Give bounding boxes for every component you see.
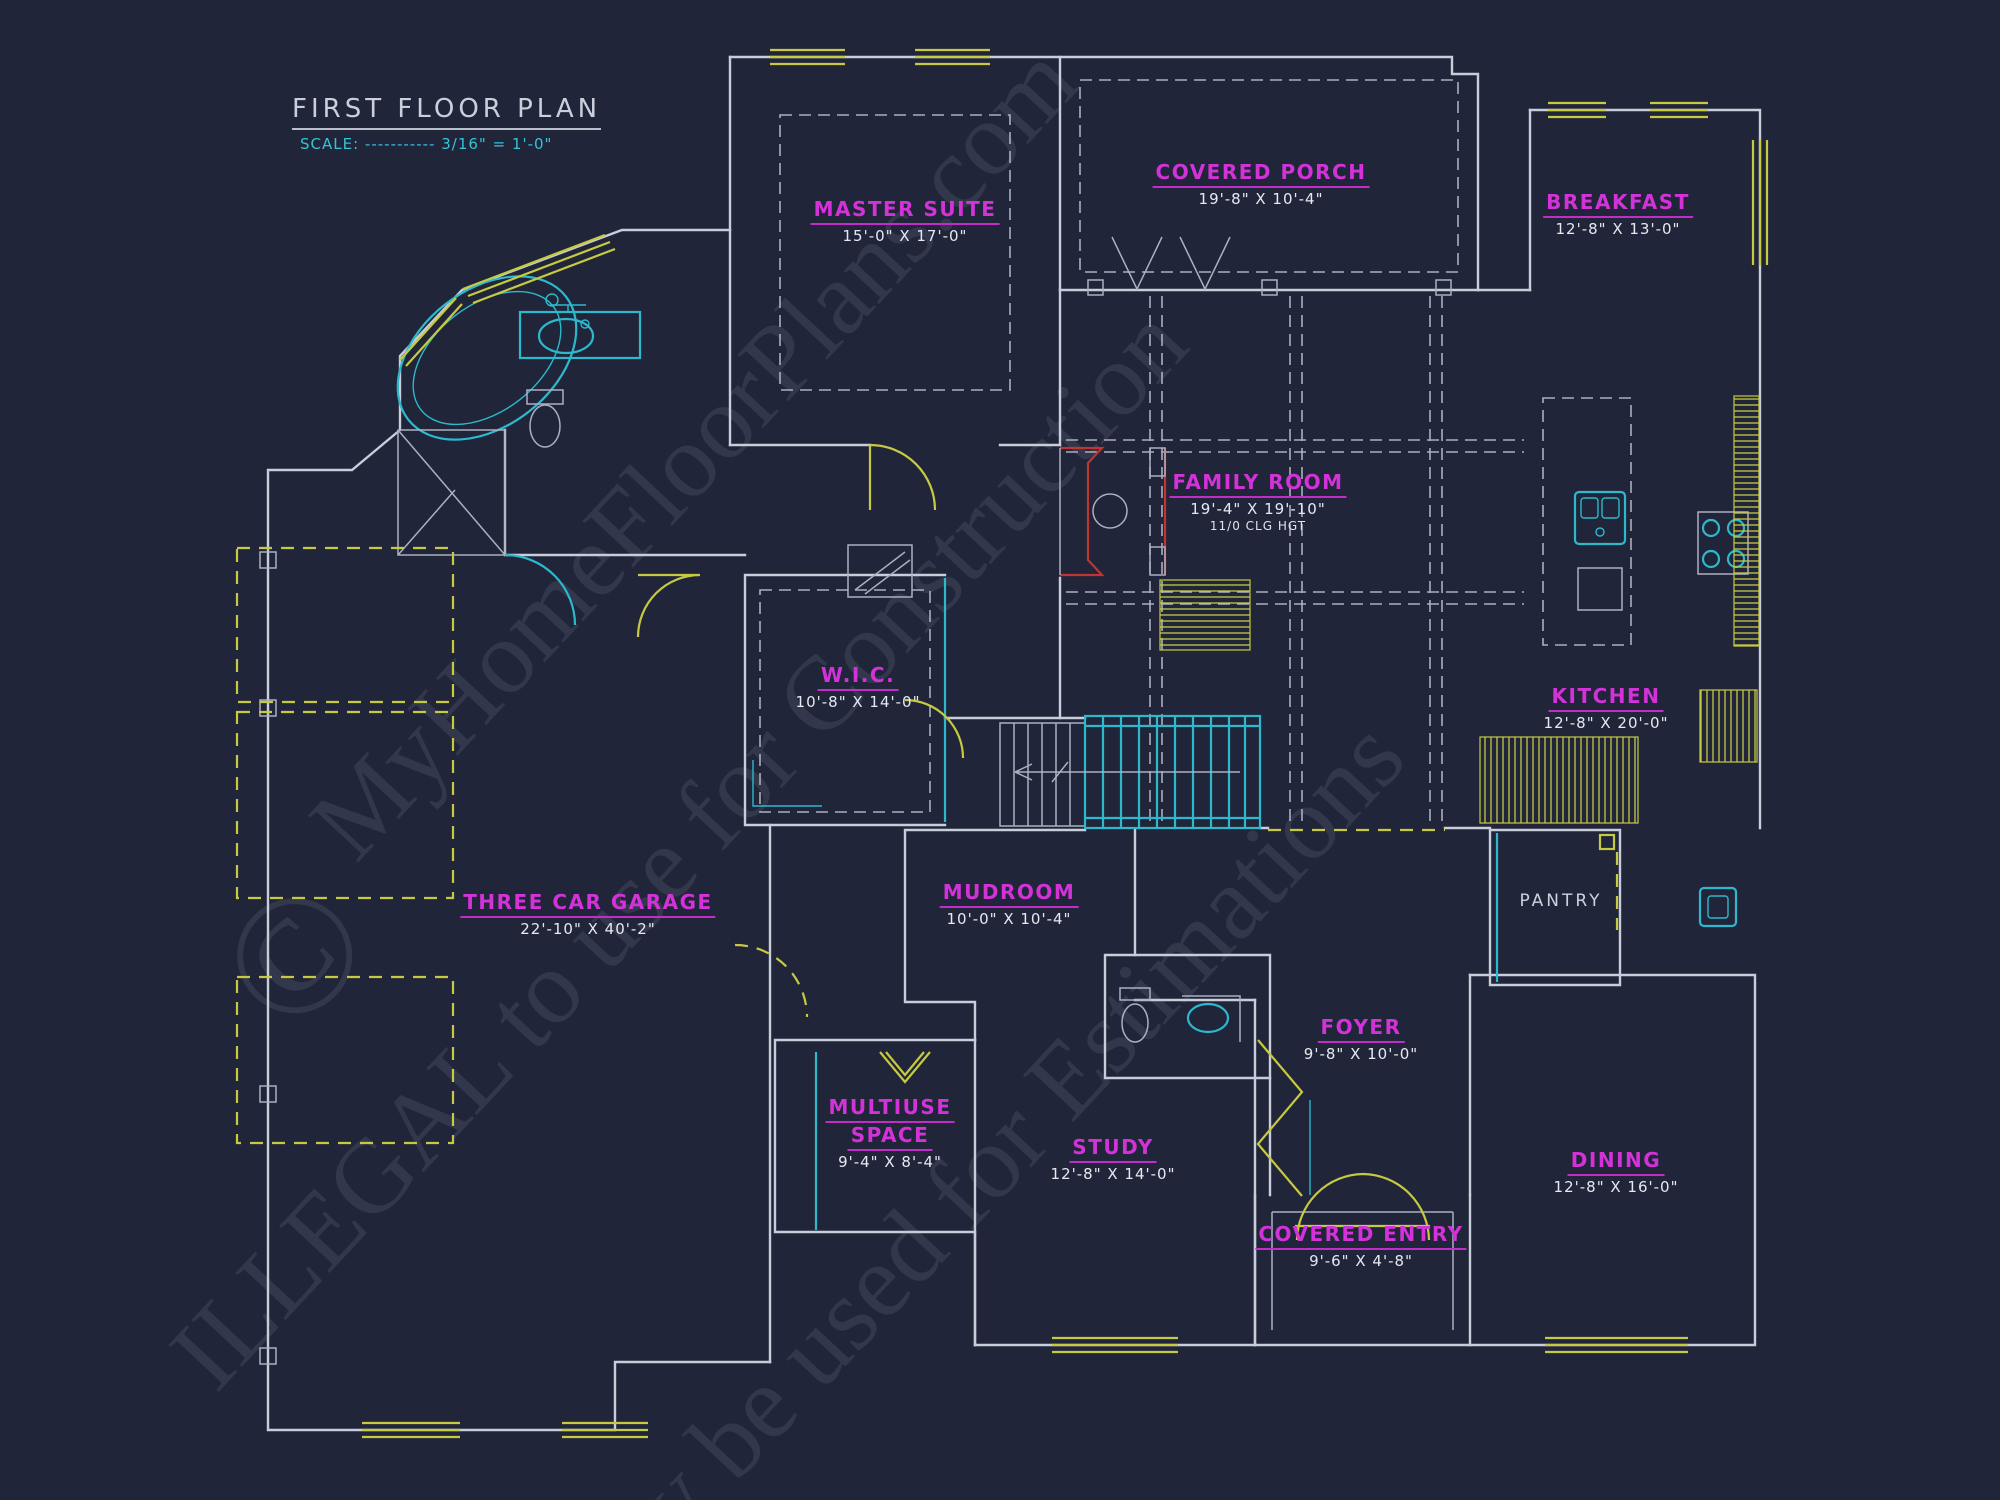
room-label-family-room: FAMILY ROOM 19'-4" X 19'-10" 11/0 CLG HG… <box>1169 470 1347 533</box>
room-name: BREAKFAST <box>1543 190 1693 218</box>
roof-zigzag <box>1111 236 1231 291</box>
room-name: MULTIUSE <box>825 1095 955 1123</box>
study-door-marker <box>1256 1039 1304 1197</box>
room-label-foyer: FOYER 9'-8" X 10'-0" <box>1304 1015 1418 1063</box>
hall-door-swing <box>904 698 965 759</box>
windows <box>362 48 1769 1439</box>
porch-columns <box>1087 279 1452 296</box>
ceiling-dashed-lines <box>759 79 1524 824</box>
counter-hatching <box>1159 395 1760 824</box>
room-label-breakfast: BREAKFAST 12'-8" X 13'-0" <box>1543 190 1693 238</box>
stairs <box>999 714 1262 830</box>
powder-toilet <box>1119 987 1151 1043</box>
room-dimensions: 22'-10" X 40'-2" <box>520 920 656 938</box>
porch-ceiling-outline <box>1079 79 1459 273</box>
room-dimensions: 19'-4" X 19'-10" <box>1190 500 1326 518</box>
room-label-dining: DINING 12'-8" X 16'-0" <box>1554 1148 1679 1196</box>
room-dimensions: 9'-4" X 8'-4" <box>838 1153 942 1171</box>
room-dimensions: 15'-0" X 17'-0" <box>842 227 968 245</box>
room-name: W.I.C. <box>817 663 899 691</box>
bay-window <box>462 233 616 305</box>
bathtub <box>396 275 578 441</box>
interior-walls <box>503 55 1622 1347</box>
garage-entry-door-swing <box>734 943 809 1018</box>
room-name: FAMILY ROOM <box>1169 470 1347 498</box>
ceiling-height-note: 11/0 CLG HGT <box>1209 519 1307 533</box>
bath-door-swing <box>636 573 701 638</box>
drawing-title: FIRST FLOOR PLAN <box>292 94 602 130</box>
master-tray-ceiling <box>779 114 1011 391</box>
room-dimensions: 9'-8" X 10'-0" <box>1303 1045 1419 1063</box>
coffered-ceiling <box>1066 296 1524 824</box>
room-label-wic: W.I.C. 10'-8" X 14'-0" <box>796 663 921 711</box>
multiuse-door-marker <box>879 1051 931 1084</box>
room-label-three-car-garage: THREE CAR GARAGE 22'-10" X 40'-2" <box>460 890 716 938</box>
room-name: SPACE <box>847 1123 933 1151</box>
room-dimensions: 10'-0" X 10'-4" <box>946 910 1072 928</box>
room-name: FOYER <box>1317 1015 1405 1043</box>
room-dimensions: 12'-8" X 16'-0" <box>1553 1178 1679 1196</box>
door-swings <box>636 443 1445 1241</box>
toilet <box>526 389 564 448</box>
room-name: STUDY <box>1069 1135 1157 1163</box>
front-double-door-swing <box>1295 1172 1431 1241</box>
pantry-fixture <box>1598 833 1738 930</box>
room-dimensions: 10'-8" X 14'-0" <box>795 693 921 711</box>
room-label-master-suite: MASTER SUITE 15'-0" X 17'-0" <box>810 197 1000 245</box>
room-dimensions: 12'-8" X 13'-0" <box>1555 220 1681 238</box>
cyan-accent-walls <box>752 578 1499 1230</box>
room-dimensions: 12'-8" X 14'-0" <box>1050 1165 1176 1183</box>
room-label-mudroom: MUDROOM 10'-0" X 10'-4" <box>939 880 1079 928</box>
room-dimensions: 9'-6" X 4'-8" <box>1309 1252 1413 1270</box>
kitchen-island <box>1542 397 1632 646</box>
room-label-kitchen: KITCHEN 12'-8" X 20'-0" <box>1544 684 1669 732</box>
room-name: PANTRY <box>1519 891 1603 911</box>
room-label-pantry: PANTRY <box>1516 891 1605 913</box>
room-label-multiuse-space: MULTIUSE SPACE 9'-4" X 8'-4" <box>825 1095 955 1171</box>
room-name: COVERED ENTRY <box>1255 1222 1467 1250</box>
room-name: COVERED PORCH <box>1152 160 1370 188</box>
room-dimensions: 12'-8" X 20'-0" <box>1543 714 1669 732</box>
room-label-study: STUDY 12'-8" X 14'-0" <box>1051 1135 1176 1183</box>
room-name: THREE CAR GARAGE <box>460 890 716 918</box>
room-name: KITCHEN <box>1548 684 1664 712</box>
wic-shelving <box>759 589 931 813</box>
room-label-covered-porch: COVERED PORCH 19'-8" X 10'-4" <box>1152 160 1370 208</box>
powder-sink <box>1182 995 1241 1042</box>
garage-door-outlines <box>235 546 455 1145</box>
stair-direction-arrow <box>1014 761 1240 783</box>
room-name: DINING <box>1567 1148 1665 1176</box>
room-dimensions: 19'-8" X 10'-4" <box>1198 190 1324 208</box>
fireplace <box>1059 446 1167 577</box>
vanity-sink <box>518 304 642 360</box>
room-name: MUDROOM <box>939 880 1079 908</box>
room-label-covered-entry: COVERED ENTRY 9'-6" X 4'-8" <box>1255 1222 1467 1270</box>
shower <box>397 429 577 626</box>
room-name: MASTER SUITE <box>810 197 1000 225</box>
shower-door-swing <box>504 553 577 626</box>
wic-cabinet <box>847 544 913 598</box>
drawing-scale: SCALE: ----------- 3/16" = 1'-0" <box>300 135 553 153</box>
master-door-swing <box>868 443 937 511</box>
